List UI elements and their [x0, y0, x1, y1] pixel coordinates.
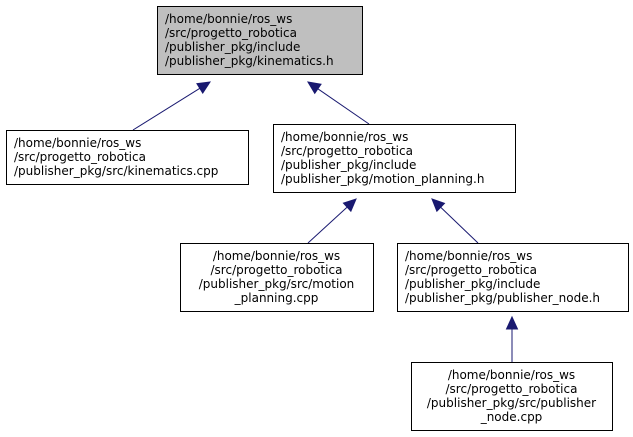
node-label-line: /src/progetto_robotica	[446, 382, 578, 396]
node-motion-planning-h[interactable]: /home/bonnie/ros_ws/src/progetto_robotic…	[273, 124, 516, 193]
node-box	[411, 362, 613, 431]
edges-layer	[132, 81, 519, 362]
node-box	[397, 243, 629, 312]
node-label-line: /publisher_pkg/src/kinematics.cpp	[14, 164, 218, 178]
node-label-line: /publisher_pkg/src/publisher	[427, 396, 596, 410]
node-box	[273, 124, 516, 193]
node-publisher-node-h[interactable]: /home/bonnie/ros_ws/src/progetto_robotic…	[397, 243, 629, 312]
node-label-line: _planning.cpp	[234, 291, 319, 305]
node-label-line: /src/progetto_robotica	[405, 263, 537, 277]
node-label-line: /publisher_pkg/include	[405, 277, 540, 291]
node-publisher-node-cpp[interactable]: /home/bonnie/ros_ws/src/progetto_robotic…	[411, 362, 613, 431]
node-label-line: /publisher_pkg/publisher_node.h	[405, 291, 600, 305]
arrowhead-publisher_node_cpp-to-publisher_node_h	[505, 315, 519, 330]
nodes-layer: /home/bonnie/ros_ws/src/progetto_robotic…	[6, 6, 629, 431]
arrowhead-publisher_node_h-to-motion_planning_h	[431, 198, 446, 213]
node-label-line: /home/bonnie/ros_ws	[165, 12, 292, 26]
node-label-line: /src/progetto_robotica	[165, 26, 297, 40]
arrowhead-kinematics_cpp-to-kinematics_h	[196, 81, 212, 94]
node-label-line: /home/bonnie/ros_ws	[281, 130, 408, 144]
edge-motion_planning_h-to-kinematics_h	[317, 88, 370, 125]
node-label-line: /home/bonnie/ros_ws	[405, 249, 532, 263]
node-label-line: /home/bonnie/ros_ws	[14, 136, 141, 150]
edge-motion_planning_cpp-to-motion_planning_h	[307, 206, 348, 244]
node-kinematics-cpp[interactable]: /home/bonnie/ros_ws/src/progetto_robotic…	[6, 130, 249, 185]
node-label-line: /publisher_pkg/include	[281, 158, 416, 172]
node-label-line: /publisher_pkg/include	[165, 40, 300, 54]
node-label-line: /publisher_pkg/src/motion	[199, 277, 355, 291]
node-box	[6, 130, 249, 185]
arrowhead-motion_planning_cpp-to-motion_planning_h	[342, 198, 357, 213]
arrowhead-motion_planning_h-to-kinematics_h	[307, 81, 322, 95]
edge-publisher_node_h-to-motion_planning_h	[440, 206, 479, 244]
node-motion-planning-cpp[interactable]: /home/bonnie/ros_ws/src/progetto_robotic…	[180, 243, 374, 312]
node-label-line: /publisher_pkg/kinematics.h	[165, 54, 334, 68]
node-label-line: /src/progetto_robotica	[281, 144, 413, 158]
node-label-line: /home/bonnie/ros_ws	[448, 368, 575, 382]
node-label-line: /src/progetto_robotica	[14, 150, 146, 164]
node-box	[157, 6, 363, 75]
node-label-line: /src/progetto_robotica	[211, 263, 343, 277]
node-kinematics-h: /home/bonnie/ros_ws/src/progetto_robotic…	[157, 6, 363, 75]
edge-kinematics_cpp-to-kinematics_h	[132, 87, 201, 131]
node-label-line: /publisher_pkg/motion_planning.h	[281, 172, 484, 186]
node-label-line: /home/bonnie/ros_ws	[213, 249, 340, 263]
node-label-line: _node.cpp	[480, 410, 543, 424]
node-box	[180, 243, 374, 312]
